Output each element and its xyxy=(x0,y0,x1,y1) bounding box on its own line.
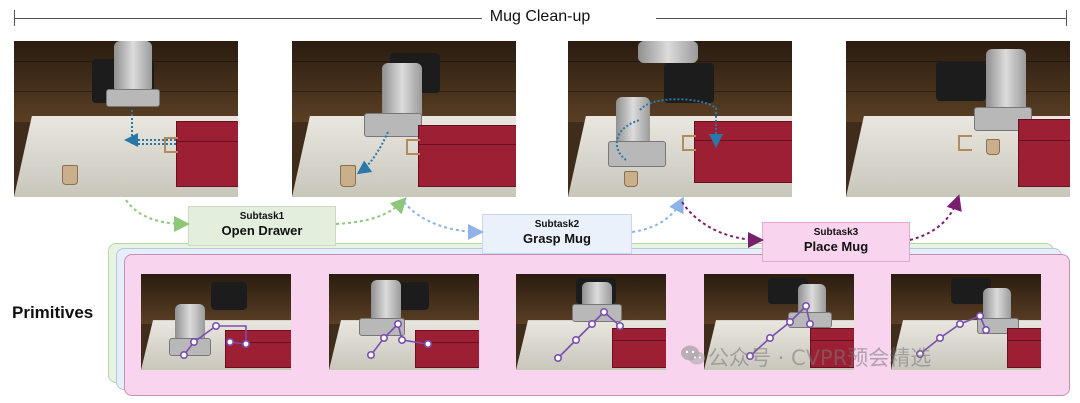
robot-gripper xyxy=(364,113,422,137)
subtask-1-name: Subtask1 xyxy=(239,211,285,222)
drawer xyxy=(612,328,666,368)
subtask-3-label: Place Mug xyxy=(803,239,869,254)
primitive-frame-1 xyxy=(141,274,291,370)
mug xyxy=(986,139,1000,155)
drawer xyxy=(810,328,854,368)
drawer-handle xyxy=(164,137,178,153)
primitive-frame-3 xyxy=(516,274,666,370)
scene-panel-4 xyxy=(846,41,1070,197)
drawer xyxy=(1007,328,1041,368)
title-bracket-right-tick xyxy=(1066,10,1067,26)
robot-upper-arm xyxy=(638,41,698,63)
primitive-path-5 xyxy=(915,311,990,358)
arrow-scene3-to-subtask3 xyxy=(681,201,764,248)
drawer xyxy=(418,125,516,187)
arrow-scene2-to-subtask2 xyxy=(403,201,484,240)
robot-arm xyxy=(371,280,401,324)
mug xyxy=(62,165,78,185)
scene3-return-path xyxy=(615,119,641,161)
scene3-motion-path xyxy=(639,98,723,148)
drawer-handle xyxy=(406,139,420,155)
wechat-icon xyxy=(681,345,705,365)
title-bracket-left-line xyxy=(14,18,494,19)
subtask-2-label: Grasp Mug xyxy=(523,231,591,246)
robot-arm xyxy=(114,41,152,93)
diagram-title: Mug Clean-up xyxy=(0,8,1080,26)
primitives-label: Primitives xyxy=(12,303,94,322)
drawer xyxy=(225,330,291,368)
robot-gripper xyxy=(106,89,160,107)
arrow-subtask1-to-scene2 xyxy=(335,197,407,225)
subtask-2-box: Subtask2 Grasp Mug xyxy=(482,214,632,254)
robot-base xyxy=(664,63,714,103)
watermark-text: 公众号 · CVPR预会精选 xyxy=(708,346,932,370)
drawer xyxy=(694,121,792,183)
arrow-subtask3-to-scene4 xyxy=(909,194,962,241)
mug xyxy=(624,171,638,187)
primitive-path-4 xyxy=(745,301,814,360)
drawer-handle xyxy=(958,135,972,151)
scene-panel-2 xyxy=(292,41,516,197)
scene-panel-3 xyxy=(568,41,792,197)
arrow-subtask2-to-scene3 xyxy=(631,196,684,233)
primitive-frame-2 xyxy=(329,274,479,370)
scene2-motion-path xyxy=(356,131,389,175)
primitive-path-1 xyxy=(180,321,251,359)
subtask-2-name: Subtask2 xyxy=(534,219,580,230)
mug xyxy=(340,165,356,187)
primitive-frame-4 xyxy=(704,274,854,370)
diagram-title-text: Mug Clean-up xyxy=(481,8,599,25)
arrow-scene1-to-subtask1 xyxy=(125,199,190,232)
title-bracket-right-line xyxy=(656,18,1066,19)
drawer xyxy=(415,330,479,368)
drawer xyxy=(176,121,238,187)
primitive-path-3 xyxy=(553,307,624,362)
subtask-3-name: Subtask3 xyxy=(813,227,859,238)
drawer-handle xyxy=(682,135,696,151)
robot-base xyxy=(936,61,986,101)
scene1-motion-path xyxy=(128,110,178,144)
subtask-1-label: Open Drawer xyxy=(221,223,303,238)
subtask-1-box: Subtask1 Open Drawer xyxy=(188,206,336,246)
primitive-path-2 xyxy=(366,319,432,359)
robot-gripper xyxy=(608,141,666,167)
subtask-3-box: Subtask3 Place Mug xyxy=(762,222,910,262)
robot-base xyxy=(211,282,247,310)
drawer xyxy=(1018,119,1070,187)
